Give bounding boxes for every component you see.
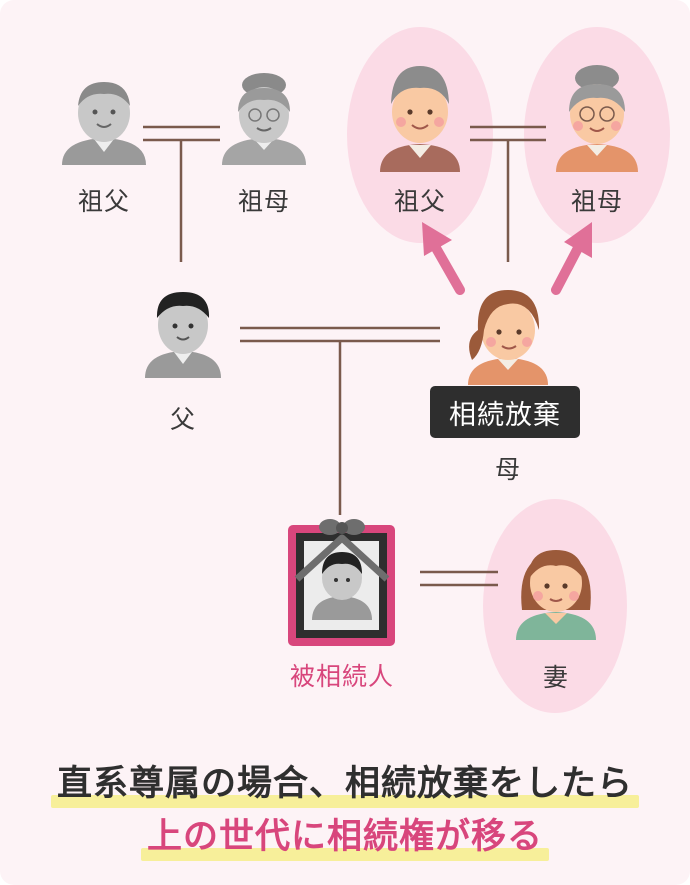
deceased-portrait-icon bbox=[288, 519, 395, 646]
label-maternal-grandmother: 祖母 bbox=[570, 187, 624, 216]
label-mother: 母 bbox=[494, 455, 522, 484]
mother-icon bbox=[468, 290, 548, 385]
paternal-grandmother-icon bbox=[222, 73, 306, 165]
caption-line-1-text: 直系尊属の場合、相続放棄をしたら bbox=[50, 755, 640, 808]
label-maternal-grandfather: 祖父 bbox=[393, 187, 447, 216]
relationship-lines bbox=[143, 125, 546, 587]
label-paternal-grandfather: 祖父 bbox=[77, 187, 131, 216]
wife-icon bbox=[516, 550, 596, 640]
caption-line-1: 直系尊属の場合、相続放棄をしたら bbox=[0, 755, 690, 808]
label-father: 父 bbox=[169, 405, 197, 434]
maternal-grandfather-icon bbox=[380, 66, 460, 172]
renunciation-badge: 相続放棄 bbox=[430, 386, 580, 438]
caption-line-2-text: 上の世代に相続権が移る bbox=[140, 808, 550, 861]
caption-line-2: 上の世代に相続権が移る bbox=[0, 808, 690, 861]
label-deceased: 被相続人 bbox=[289, 662, 395, 691]
inheritance-arrows bbox=[422, 222, 592, 295]
paternal-grandfather-icon bbox=[62, 82, 146, 165]
father-icon bbox=[145, 292, 221, 378]
label-paternal-grandmother: 祖母 bbox=[237, 187, 291, 216]
maternal-grandmother-icon bbox=[556, 65, 638, 172]
label-wife: 妻 bbox=[542, 663, 570, 692]
